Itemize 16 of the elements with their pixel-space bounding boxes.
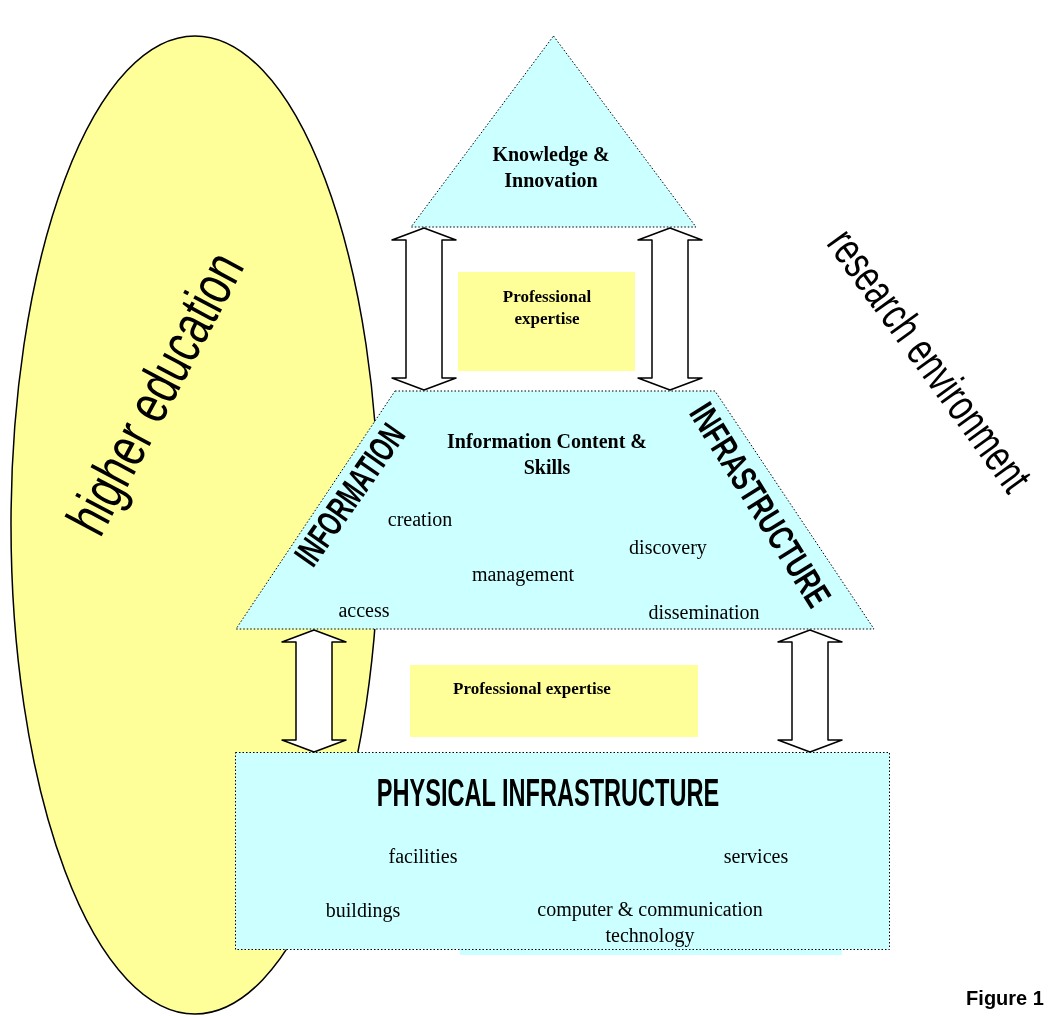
double-arrow bbox=[777, 629, 843, 753]
double-arrow bbox=[281, 629, 347, 753]
item-label: facilities bbox=[388, 844, 458, 869]
item-label: management bbox=[471, 562, 575, 587]
item-label: services bbox=[723, 844, 789, 869]
box-label: Professional expertise bbox=[453, 677, 611, 700]
item-label: access bbox=[338, 598, 390, 623]
item-label: computer & communication technology bbox=[536, 897, 764, 948]
double-arrow bbox=[637, 227, 703, 391]
double-arrow bbox=[391, 227, 457, 391]
shape-title: Information Content & Skills bbox=[446, 429, 648, 480]
box-label: Professional expertise bbox=[501, 285, 593, 330]
item-label: buildings bbox=[325, 898, 401, 923]
figure-caption: Figure 1 bbox=[966, 986, 1044, 1011]
shape-title: Knowledge & Innovation bbox=[491, 142, 611, 193]
panel-title: PHYSICAL INFRASTRUCTURE bbox=[376, 774, 720, 812]
